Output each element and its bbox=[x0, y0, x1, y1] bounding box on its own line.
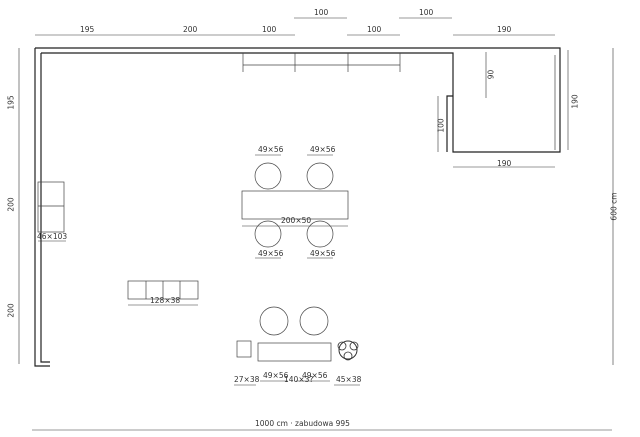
label-plant: 45×38 bbox=[336, 375, 362, 384]
plant-icon bbox=[337, 340, 359, 361]
label-chair-bottom-left: 49×56 bbox=[258, 249, 284, 258]
dim-right-inner: 90 bbox=[486, 69, 496, 80]
dim-top-6: 100 bbox=[419, 8, 434, 17]
dim-left-3: 200 bbox=[6, 303, 16, 318]
walls bbox=[34, 47, 561, 367]
dim-left-1: 195 bbox=[6, 95, 16, 110]
label-table: 200×50 bbox=[281, 216, 312, 225]
dim-left-2: 200 bbox=[6, 197, 16, 212]
label-armchair-left: 49×56 bbox=[263, 371, 289, 380]
dim-right-overall: 600 cm bbox=[609, 192, 619, 221]
windows bbox=[242, 53, 556, 150]
dim-bottom-overall: 1000 cm · zabudowa 995 bbox=[255, 419, 350, 428]
label-chair-top-left: 49×56 bbox=[258, 145, 284, 154]
chairs bbox=[254, 154, 334, 259]
dim-right-outer: 190 bbox=[570, 94, 580, 109]
left-shelf bbox=[37, 181, 66, 242]
dim-right-left: 100 bbox=[436, 118, 446, 133]
living-room-set bbox=[234, 306, 360, 386]
dim-top-5: 100 bbox=[367, 25, 382, 34]
dim-top-7: 190 bbox=[497, 25, 512, 34]
label-chair-top-right: 49×56 bbox=[310, 145, 336, 154]
dim-right-bottom: 190 bbox=[497, 159, 512, 168]
label-chair-bottom-right: 49×56 bbox=[310, 249, 336, 258]
label-left-shelf: 46×103 bbox=[37, 232, 68, 241]
sofa bbox=[127, 280, 199, 306]
dim-top-3: 100 bbox=[262, 25, 277, 34]
dim-top-1: 195 bbox=[80, 25, 95, 34]
top-dimension-lines bbox=[35, 17, 555, 36]
label-armchair-right: 49×56 bbox=[302, 371, 328, 380]
right-dimension-lines bbox=[437, 48, 614, 365]
label-sofa: 128×38 bbox=[150, 296, 181, 305]
dim-top-4: 100 bbox=[314, 8, 329, 17]
dim-top-2: 200 bbox=[183, 25, 198, 34]
label-side-table: 27×38 bbox=[234, 375, 260, 384]
label-coffee-table: 140×3? bbox=[284, 375, 314, 384]
